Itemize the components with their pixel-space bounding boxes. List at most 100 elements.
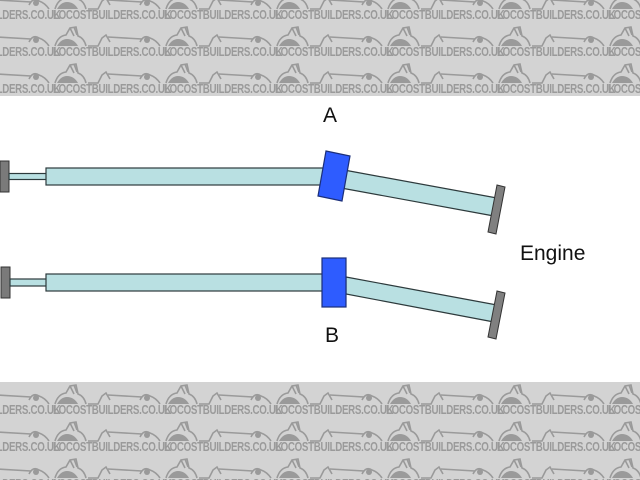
watermark-tile: LOCOSTBUILDERS.CO.UK	[385, 61, 505, 96]
steering-column-diagram	[0, 150, 506, 340]
car-silhouette-icon	[609, 63, 640, 84]
watermark-text: LOCOSTBUILDERS.CO.UK	[164, 403, 283, 417]
lower-thin-shaft	[9, 278, 48, 287]
joint-a	[317, 150, 351, 202]
watermark-text: LOCOSTBUILDERS.CO.UK	[275, 440, 394, 454]
watermark-tile: LOCOSTBUILDERS.CO.UK	[163, 419, 283, 456]
car-silhouette-icon	[276, 0, 383, 10]
car-silhouette-icon	[498, 0, 605, 10]
car-silhouette-icon	[498, 63, 605, 84]
watermark-text: LOCOSTBUILDERS.CO.UK	[53, 82, 172, 96]
watermark-text: LOCOSTBUILDERS.CO.UK	[53, 440, 172, 454]
lower-left-flange	[0, 266, 11, 299]
watermark-tile: LOCOSTBUILDERS.CO.UK	[0, 456, 61, 480]
watermark-text: LOCOSTBUILDERS.CO.UK	[608, 45, 640, 59]
upper-angled-shaft	[340, 169, 498, 217]
lower-right-flange	[487, 290, 506, 340]
joint-b	[321, 257, 347, 308]
upper-left-flange	[0, 160, 10, 193]
watermark-text: LOCOSTBUILDERS.CO.UK	[497, 440, 616, 454]
watermark-text: LOCOSTBUILDERS.CO.UK	[0, 403, 61, 417]
watermark-tile: LOCOSTBUILDERS.CO.UK	[385, 456, 505, 480]
lower-angled-shaft	[345, 276, 498, 323]
watermark-tile: LOCOSTBUILDERS.CO.UK	[385, 0, 505, 24]
watermark-tile: LOCOSTBUILDERS.CO.UK	[274, 419, 394, 456]
lower-main-shaft	[45, 273, 325, 292]
car-silhouette-icon	[609, 26, 640, 47]
car-silhouette-icon	[276, 458, 383, 479]
car-silhouette-icon	[165, 458, 272, 479]
car-silhouette-icon	[54, 0, 161, 10]
watermark-text: LOCOSTBUILDERS.CO.UK	[164, 440, 283, 454]
car-silhouette-icon	[165, 384, 272, 405]
car-silhouette-icon	[54, 26, 161, 47]
car-silhouette-icon	[54, 458, 161, 479]
car-silhouette-icon	[165, 63, 272, 84]
car-silhouette-icon	[498, 384, 605, 405]
watermark-text: LOCOSTBUILDERS.CO.UK	[164, 82, 283, 96]
watermark-text: LOCOSTBUILDERS.CO.UK	[386, 82, 505, 96]
watermark-tile: LOCOSTBUILDERS.CO.UK	[0, 24, 61, 61]
car-silhouette-icon	[0, 72, 50, 84]
watermark-text: LOCOSTBUILDERS.CO.UK	[497, 8, 616, 22]
car-silhouette-icon	[609, 0, 640, 10]
diagram-canvas: A B Engine	[0, 96, 640, 382]
watermark-tile: LOCOSTBUILDERS.CO.UK	[163, 456, 283, 480]
watermark-tile: LOCOSTBUILDERS.CO.UK	[0, 419, 61, 456]
watermark-row: LOCOSTBUILDERS.CO.UKLOCOSTBUILDERS.CO.UK…	[0, 0, 640, 24]
watermark-text: LOCOSTBUILDERS.CO.UK	[275, 82, 394, 96]
watermark-tile: LOCOSTBUILDERS.CO.UK	[385, 382, 505, 419]
watermark-text: LOCOSTBUILDERS.CO.UK	[386, 403, 505, 417]
watermark-tile: LOCOSTBUILDERS.CO.UK	[385, 419, 505, 456]
watermark-tile: LOCOSTBUILDERS.CO.UK	[607, 419, 640, 456]
watermark-tile: LOCOSTBUILDERS.CO.UK	[0, 382, 61, 419]
car-silhouette-icon	[276, 384, 383, 405]
upper-main-shaft	[45, 167, 329, 186]
watermark-text: LOCOSTBUILDERS.CO.UK	[0, 8, 61, 22]
watermark-tile: LOCOSTBUILDERS.CO.UK	[496, 382, 616, 419]
watermark-tile: LOCOSTBUILDERS.CO.UK	[385, 24, 505, 61]
watermark-text: LOCOSTBUILDERS.CO.UK	[53, 45, 172, 59]
watermark-text: LOCOSTBUILDERS.CO.UK	[0, 440, 61, 454]
upper-thin-shaft	[8, 172, 48, 181]
watermark-text: LOCOSTBUILDERS.CO.UK	[608, 403, 640, 417]
car-silhouette-icon	[0, 467, 50, 479]
watermark-row: LOCOSTBUILDERS.CO.UKLOCOSTBUILDERS.CO.UK…	[0, 61, 640, 96]
car-silhouette-icon	[498, 458, 605, 479]
watermark-tile: LOCOSTBUILDERS.CO.UK	[496, 24, 616, 61]
watermark-tile: LOCOSTBUILDERS.CO.UK	[274, 382, 394, 419]
car-silhouette-icon	[0, 0, 50, 10]
watermark-text: LOCOSTBUILDERS.CO.UK	[275, 8, 394, 22]
watermark-text: LOCOSTBUILDERS.CO.UK	[497, 45, 616, 59]
watermark-text: LOCOSTBUILDERS.CO.UK	[164, 8, 283, 22]
car-silhouette-icon	[498, 26, 605, 47]
car-silhouette-icon	[165, 0, 272, 10]
watermark-tile: LOCOSTBUILDERS.CO.UK	[607, 382, 640, 419]
watermark-text: LOCOSTBUILDERS.CO.UK	[164, 477, 283, 480]
car-silhouette-icon	[276, 26, 383, 47]
watermark-tile: LOCOSTBUILDERS.CO.UK	[52, 456, 172, 480]
watermark-tile: LOCOSTBUILDERS.CO.UK	[496, 61, 616, 96]
watermark-tile: LOCOSTBUILDERS.CO.UK	[607, 0, 640, 24]
watermark-text: LOCOSTBUILDERS.CO.UK	[497, 477, 616, 480]
car-silhouette-icon	[387, 26, 494, 47]
watermark-row: LOCOSTBUILDERS.CO.UKLOCOSTBUILDERS.CO.UK…	[0, 456, 640, 480]
watermark-tile: LOCOSTBUILDERS.CO.UK	[274, 456, 394, 480]
watermark-text: LOCOSTBUILDERS.CO.UK	[386, 45, 505, 59]
watermark-row: LOCOSTBUILDERS.CO.UKLOCOSTBUILDERS.CO.UK…	[0, 24, 640, 61]
upper-right-flange	[487, 184, 506, 235]
watermark-text: LOCOSTBUILDERS.CO.UK	[497, 403, 616, 417]
car-silhouette-icon	[609, 384, 640, 405]
car-silhouette-icon	[0, 35, 50, 47]
car-silhouette-icon	[609, 421, 640, 442]
watermark-tile: LOCOSTBUILDERS.CO.UK	[496, 456, 616, 480]
watermark-text: LOCOSTBUILDERS.CO.UK	[608, 477, 640, 480]
watermark-text: LOCOSTBUILDERS.CO.UK	[386, 440, 505, 454]
upper-shaft-assembly	[0, 150, 506, 235]
watermark-text: LOCOSTBUILDERS.CO.UK	[386, 477, 505, 480]
watermark-tile: LOCOSTBUILDERS.CO.UK	[52, 61, 172, 96]
watermark-tile: LOCOSTBUILDERS.CO.UK	[274, 0, 394, 24]
car-silhouette-icon	[609, 458, 640, 479]
car-silhouette-icon	[54, 384, 161, 405]
watermark-text: LOCOSTBUILDERS.CO.UK	[0, 477, 61, 480]
